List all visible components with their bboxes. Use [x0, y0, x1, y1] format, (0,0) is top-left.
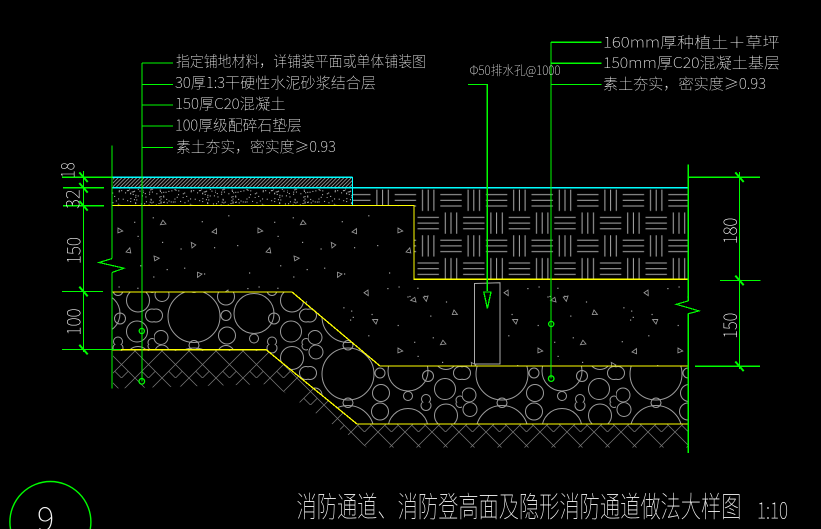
svg-text:Φ50排水孔@1000: Φ50排水孔@1000	[470, 60, 561, 79]
svg-text:100厚级配碎石垫层: 100厚级配碎石垫层	[175, 114, 302, 135]
svg-text:100: 100	[60, 308, 87, 335]
svg-text:30厚1:3干硬性水泥砂浆结合层: 30厚1:3干硬性水泥砂浆结合层	[175, 72, 376, 93]
svg-text:150mm厚C20混凝土基层: 150mm厚C20混凝土基层	[603, 52, 780, 73]
svg-text:指定铺地材料，详铺装平面或单体铺装图: 指定铺地材料，详铺装平面或单体铺装图	[176, 51, 426, 72]
svg-text:消防通道、消防登高面及隐形消防通道做法大样图: 消防通道、消防登高面及隐形消防通道做法大样图	[297, 484, 742, 526]
svg-text:素土夯实，密实度≥0.93: 素土夯实，密实度≥0.93	[176, 136, 336, 157]
svg-text:素土夯实，密实度≥0.93: 素土夯实，密实度≥0.93	[603, 73, 766, 94]
svg-text:9: 9	[37, 493, 54, 529]
svg-text:160mm厚种植土＋草坪: 160mm厚种植土＋草坪	[603, 32, 780, 53]
svg-text:180: 180	[716, 218, 743, 245]
svg-text:150厚C20混凝土: 150厚C20混凝土	[175, 93, 286, 114]
svg-text:150: 150	[60, 237, 87, 264]
svg-text:18: 18	[54, 162, 81, 178]
svg-text:32: 32	[59, 189, 86, 209]
svg-text:150: 150	[716, 313, 743, 339]
svg-text:1:10: 1:10	[757, 492, 788, 526]
